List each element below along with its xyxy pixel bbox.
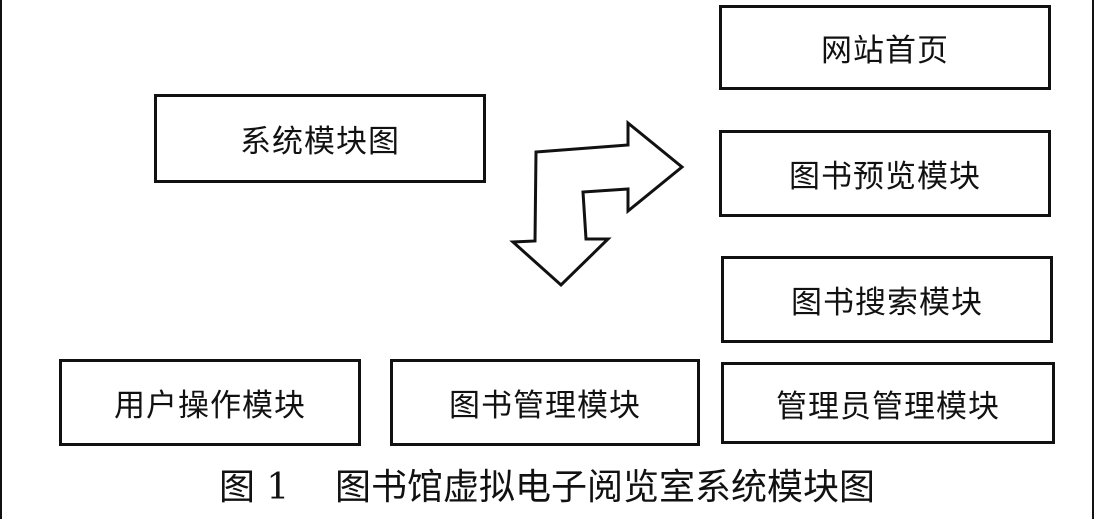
website-home-label: 网站首页 — [821, 33, 949, 69]
arrow-shape — [509, 119, 685, 288]
book-preview-module-label: 图书预览模块 — [789, 159, 981, 195]
book-search-module-box: 图书搜索模块 — [721, 256, 1053, 343]
book-search-module-label: 图书搜索模块 — [791, 285, 983, 321]
admin-management-module-label: 管理员管理模块 — [776, 388, 1000, 425]
book-management-module-label: 图书管理模块 — [449, 388, 641, 424]
figure-caption: 图 1 图书馆虚拟电子阅览室系统模块图 — [218, 467, 876, 508]
user-operation-module-box: 用户操作模块 — [59, 359, 361, 446]
system-module-diagram-box: 系统模块图 — [154, 94, 486, 183]
system-module-diagram-label: 系统模块图 — [240, 124, 400, 160]
book-preview-module-box: 图书预览模块 — [719, 130, 1051, 217]
website-home-box: 网站首页 — [719, 5, 1051, 90]
right-frame-edge — [1092, 0, 1094, 519]
book-management-module-box: 图书管理模块 — [390, 359, 700, 446]
admin-management-module-box: 管理员管理模块 — [721, 362, 1055, 444]
left-frame-edge — [0, 0, 2, 519]
user-operation-module-label: 用户操作模块 — [114, 388, 306, 424]
